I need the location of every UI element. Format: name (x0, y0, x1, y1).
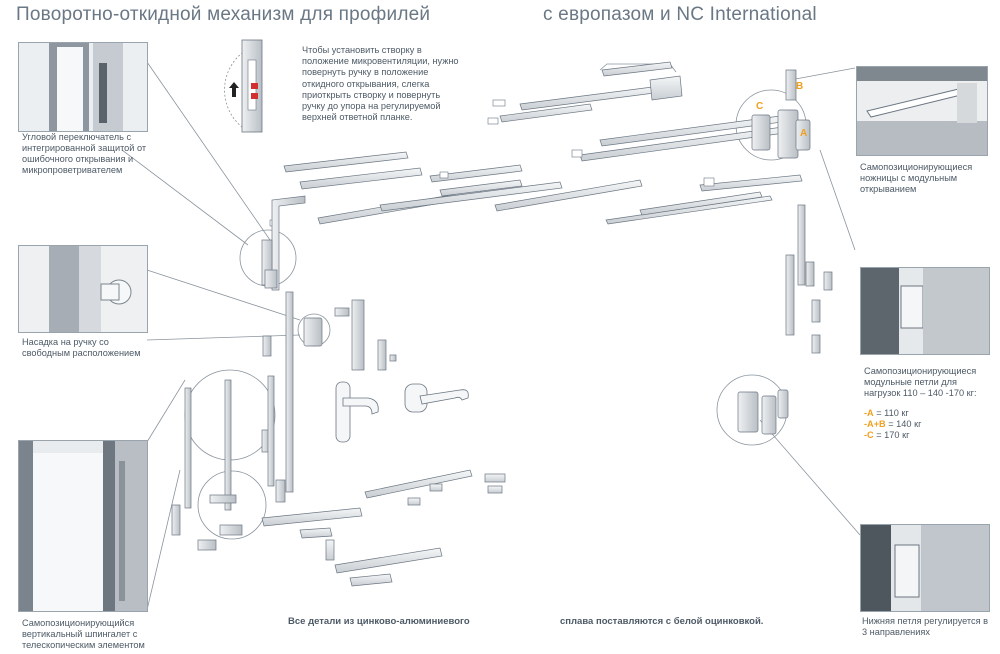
load-row-ab: -A+B = 140 кг (864, 419, 992, 430)
footer-left: Все детали из цинково-алюминиевого (288, 616, 470, 627)
load-value-c: = 170 кг (876, 430, 910, 440)
hinge-letter-a: A (800, 128, 808, 139)
load-row-a: -A = 110 кг (864, 408, 992, 419)
handle-nozzle-photo (18, 245, 148, 333)
microvent-instruction: Чтобы установить створку в положение мик… (302, 45, 459, 123)
handle-nozzle-caption: Насадка на ручку со свободным расположен… (22, 337, 141, 358)
vertical-bolt-photo (18, 440, 148, 612)
modular-hinges-caption: Самопозиционирующиеся модульные петли дл… (864, 366, 977, 398)
corner-switch-photo (18, 42, 148, 132)
hinge-letter-b: B (796, 81, 804, 92)
modular-hinges-photo (860, 267, 990, 355)
load-value-a: = 110 кг (876, 408, 909, 418)
hinge-letter-c: C (756, 101, 764, 112)
scissors-caption: Самопозиционирующиеся ножницы с модульны… (860, 162, 973, 194)
microvent-detail (229, 39, 263, 133)
scissors-photo (856, 66, 988, 156)
load-value-ab: = 140 кг (888, 419, 922, 429)
vertical-bolt-caption: Самопозиционирующийся вертикальный шпинг… (22, 618, 145, 650)
bottom-hinge-photo (860, 524, 990, 612)
load-row-c: -C = 170 кг (864, 430, 992, 441)
load-key-c: -C (864, 430, 874, 440)
page-title: Поворотно-откидной механизм для профилей (16, 4, 431, 25)
corner-switch-caption: Угловой переключатель с интегрированной … (22, 132, 147, 175)
load-list: -A = 110 кг -A+B = 140 кг -C = 170 кг (864, 408, 992, 441)
load-key-a: -A (864, 408, 874, 418)
footer-right: сплава поставляются с белой оцинковкой. (560, 616, 764, 627)
page-title-continued: с европазом и NC International (543, 4, 817, 25)
bottom-hinge-caption: Нижняя петля регулируется в 3 направлени… (862, 616, 989, 637)
handle-left (335, 381, 379, 443)
handle-right (404, 383, 469, 413)
load-key-ab: -A+B (864, 419, 886, 429)
